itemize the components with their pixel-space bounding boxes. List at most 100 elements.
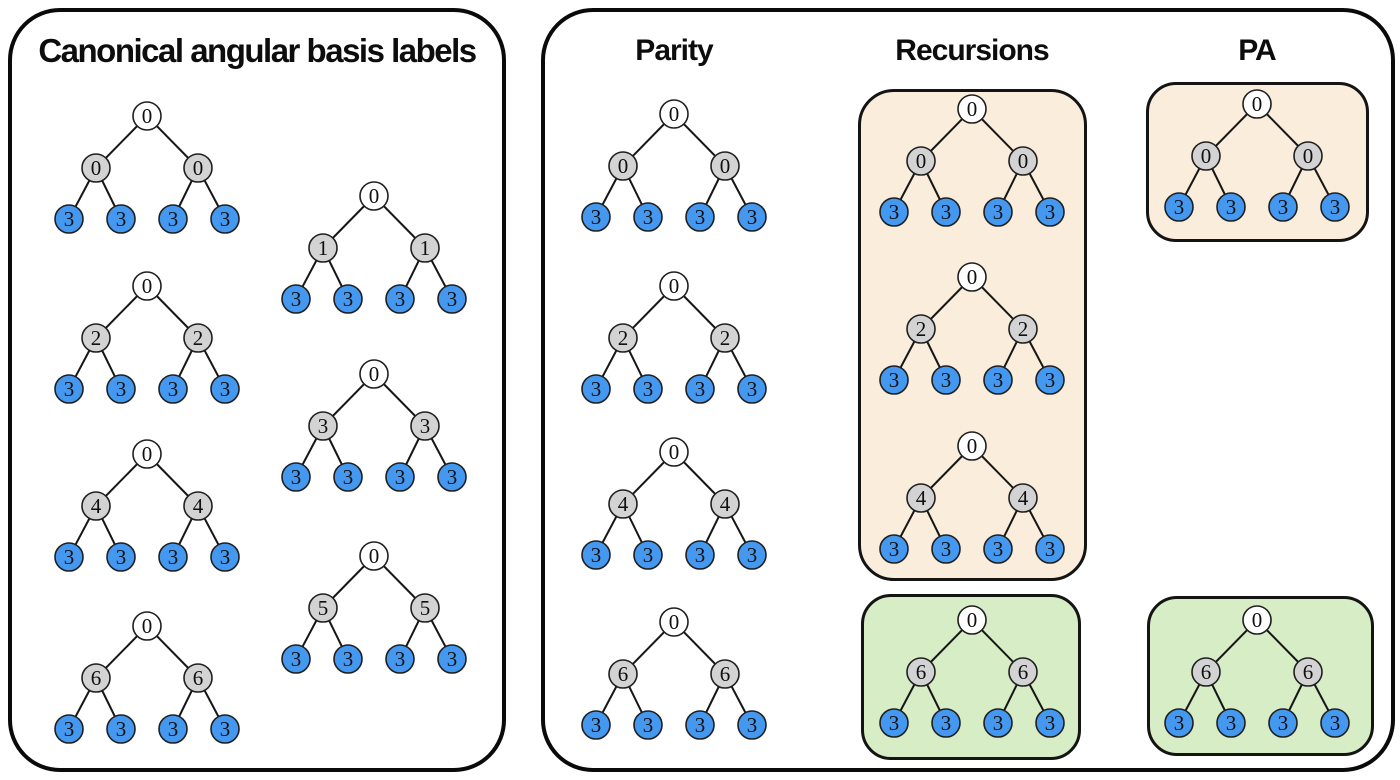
node-label: 0 [369, 362, 380, 386]
leaf-node [581, 202, 611, 232]
leaf-node [737, 540, 767, 570]
mid-node [906, 146, 936, 176]
node-label: 3 [591, 205, 602, 229]
leaf-node [158, 374, 188, 404]
mid-node [710, 151, 740, 181]
root-node [659, 437, 689, 467]
left-panel-title: Canonical angular basis labels [38, 32, 477, 69]
node-label: 2 [1018, 317, 1029, 341]
leaf-node [210, 374, 240, 404]
node-label: 0 [967, 97, 978, 121]
node-label: 0 [618, 154, 629, 178]
leaf-node [1035, 708, 1065, 738]
mid-node [183, 491, 213, 521]
node-label: 0 [142, 274, 153, 298]
node-label: 3 [1226, 195, 1237, 219]
root-node [1242, 605, 1272, 635]
leaf-node [581, 374, 611, 404]
node-label: 6 [1201, 660, 1212, 684]
node-label: 3 [395, 647, 406, 671]
root-node [359, 541, 389, 571]
leaf-node [737, 710, 767, 740]
node-label: 3 [291, 465, 302, 489]
leaf-node [581, 540, 611, 570]
node-label: 3 [395, 287, 406, 311]
node-label: 0 [1252, 92, 1263, 116]
node-label: 3 [64, 717, 75, 741]
leaf-node [931, 534, 961, 564]
node-label: 0 [1252, 608, 1263, 632]
leaf-node [879, 197, 909, 227]
node-label: 0 [142, 614, 153, 638]
node-label: 3 [643, 543, 654, 567]
node-label: 3 [993, 368, 1004, 392]
node-label: 3 [941, 200, 952, 224]
node-label: 2 [618, 326, 629, 350]
leaf-node [581, 710, 611, 740]
leaf-node [685, 202, 715, 232]
node-label: 3 [643, 205, 654, 229]
node-label: 0 [369, 184, 380, 208]
leaf-node [1164, 708, 1194, 738]
left-panel: Canonical angular basis labels 3 3 3 3 0 0 0 3… [8, 8, 506, 772]
root-node [659, 607, 689, 637]
node-label: 3 [643, 713, 654, 737]
mid-node [308, 593, 338, 623]
leaf-node [437, 462, 467, 492]
node-label: 3 [116, 377, 127, 401]
node-label: 0 [91, 156, 102, 180]
node-label: 3 [116, 207, 127, 231]
leaf-node [931, 708, 961, 738]
node-label: 0 [967, 608, 978, 632]
node-label: 0 [142, 442, 153, 466]
node-label: 6 [1018, 660, 1029, 684]
node-label: 3 [889, 711, 900, 735]
leaf-node [931, 365, 961, 395]
mid-node [906, 483, 936, 513]
leaf-node [1216, 192, 1246, 222]
root-node [957, 262, 987, 292]
mid-node [1008, 483, 1038, 513]
leaf-node [106, 374, 136, 404]
node-label: 3 [747, 713, 758, 737]
leaf-node [333, 462, 363, 492]
node-label: 3 [220, 717, 231, 741]
leaf-node [385, 462, 415, 492]
node-label: 3 [291, 287, 302, 311]
node-label: 4 [193, 494, 204, 518]
leaf-node [106, 204, 136, 234]
mid-node [81, 153, 111, 183]
leaf-node [281, 462, 311, 492]
node-label: 2 [916, 317, 927, 341]
node-label: 3 [343, 465, 354, 489]
mid-node [308, 233, 338, 263]
leaf-node [437, 284, 467, 314]
leaf-node [385, 644, 415, 674]
leaf-node [879, 365, 909, 395]
root-node [1242, 89, 1272, 119]
node-label: 3 [420, 414, 431, 438]
root-node [132, 271, 162, 301]
mid-node [81, 663, 111, 693]
leaf-node [385, 284, 415, 314]
mid-node [906, 657, 936, 687]
leaf-node [1216, 708, 1246, 738]
node-label: 6 [193, 666, 204, 690]
node-label: 0 [967, 434, 978, 458]
node-label: 3 [695, 377, 706, 401]
mid-node [1293, 141, 1323, 171]
root-node [359, 359, 389, 389]
mid-node [608, 489, 638, 519]
leaf-node [281, 644, 311, 674]
